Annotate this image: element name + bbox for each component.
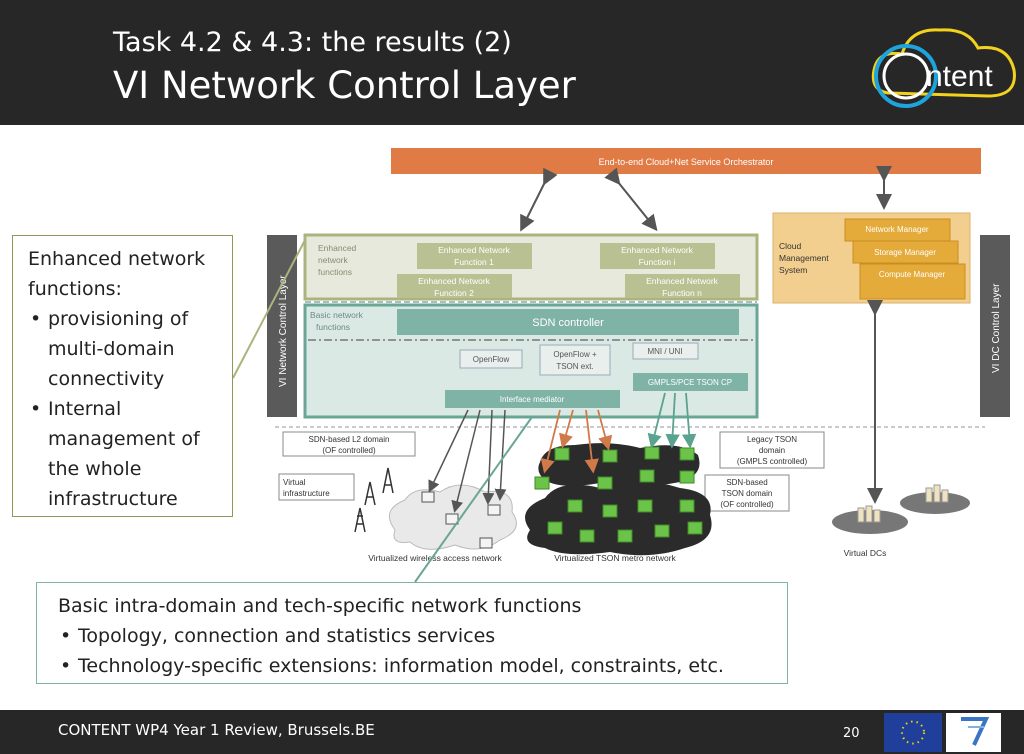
orchestrator-label: End-to-end Cloud+Net Service Orchestrato… <box>599 157 774 167</box>
interface-mediator-box <box>445 390 620 408</box>
orchestrator-arrow <box>520 167 558 232</box>
logo-text: ntent <box>926 60 993 93</box>
callout-heading: Basic intra-domain and tech-specific net… <box>58 595 582 617</box>
vi-network-layer-label: VI Network Control Layer <box>278 275 289 387</box>
svg-text:Network Manager: Network Manager <box>865 225 928 234</box>
callout-bullet: Technology-specific extensions: informat… <box>58 651 777 681</box>
antenna-icon <box>354 467 394 533</box>
gmpls-box <box>633 373 748 391</box>
enhanced-functions-callout: Enhanced network functions: provisioning… <box>12 235 233 517</box>
svg-text:Interface mediator: Interface mediator <box>500 395 565 404</box>
callout-bullet: provisioning of multi-domain connectivit… <box>28 304 222 394</box>
fp7-logo-icon <box>946 713 1001 752</box>
vi-dc-layer-label: VI DC Control Layer <box>991 283 1002 373</box>
virtual-infra-label <box>278 473 355 501</box>
sdn-tson-label <box>704 474 790 512</box>
basic-functions-callout: Basic intra-domain and tech-specific net… <box>36 582 788 684</box>
callout-heading: Enhanced network <box>28 248 206 270</box>
sdn-controller-box <box>397 309 739 335</box>
vi-dc-layer-bar <box>980 235 1010 417</box>
footer-text: CONTENT WP4 Year 1 Review, Brussels.BE <box>58 721 375 739</box>
svg-text:Compute Manager: Compute Manager <box>879 270 946 279</box>
enhanced-function-2 <box>397 274 512 298</box>
page-number: 20 <box>843 726 860 741</box>
svg-text:Storage Manager: Storage Manager <box>874 248 936 257</box>
enhanced-function-1 <box>417 243 532 269</box>
cloud-management-label: Cloud Management System <box>779 241 831 275</box>
virtual-dcs-label: Virtual DCs <box>844 548 887 558</box>
tson-network-label: Virtualized TSON metro network <box>554 553 676 563</box>
compute-manager-box <box>859 263 966 300</box>
logo-cloud-icon <box>871 28 1016 98</box>
enhanced-functions-label: Enhanced network functions <box>318 243 359 277</box>
svg-text:GMPLS/PCE TSON CP: GMPLS/PCE TSON CP <box>648 378 732 387</box>
orchestrator-arrow <box>604 167 658 232</box>
enhanced-function-i <box>600 243 715 269</box>
legacy-tson-label <box>719 431 825 469</box>
virtual-dc-icon <box>900 492 970 514</box>
header-bar <box>0 0 1024 125</box>
wireless-network-label: Virtualized wireless access network <box>368 553 502 563</box>
mni-uni-box <box>632 342 699 360</box>
svg-text:OpenFlow: OpenFlow <box>473 355 510 364</box>
sdn-controller-label: SDN controller <box>532 317 604 329</box>
svg-text:SDN-based L2 domain(OF control: SDN-based L2 domain(OF controlled) <box>309 435 390 455</box>
footer-bar <box>0 710 1024 754</box>
callout-bullet: Topology, connection and statistics serv… <box>58 621 777 651</box>
content-logo: ntent <box>871 28 1016 108</box>
openflow-box <box>459 349 523 369</box>
switch-icon <box>534 446 703 543</box>
openflow-tson-box <box>539 344 611 376</box>
callout-heading: functions: <box>28 278 122 300</box>
svg-text:OpenFlow +TSON ext.: OpenFlow +TSON ext. <box>553 350 597 371</box>
slide-title: Task 4.2 & 4.3: the results (2) <box>113 27 512 58</box>
architecture-diagram: End-to-end Cloud+Net Service Orchestrato… <box>267 148 1010 563</box>
callout-bullet: Internal management of the whole infrast… <box>28 394 222 514</box>
tson-cloud-icon <box>525 481 712 556</box>
storage-manager-box <box>852 240 959 264</box>
eu-flag-icon <box>884 713 942 752</box>
basic-functions-label: Basic network functions <box>310 310 365 332</box>
enhanced-function-n <box>625 274 740 298</box>
slide-subtitle: VI Network Control Layer <box>113 64 576 107</box>
svg-text:MNI / UNI: MNI / UNI <box>647 347 682 356</box>
logo-ring-icon <box>874 44 938 108</box>
